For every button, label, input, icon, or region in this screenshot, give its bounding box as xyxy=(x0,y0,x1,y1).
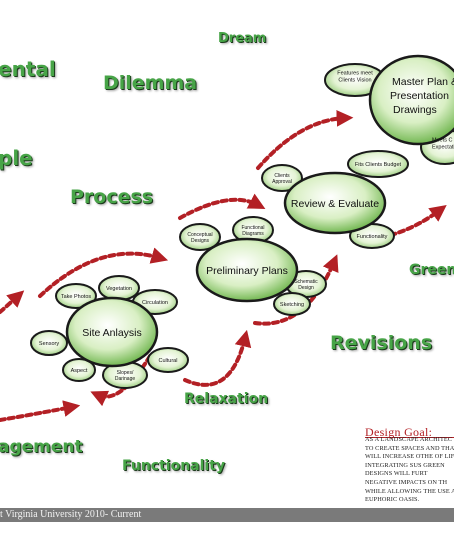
arrow-site-to-revisions xyxy=(183,329,252,387)
sub-fits-budget xyxy=(347,150,409,178)
arrow-left-bottom xyxy=(0,400,81,422)
sub-fits-budget-label: Fits Clients Budget xyxy=(355,162,402,168)
arrow-site-to-prelim xyxy=(38,247,169,298)
sub-take-photos xyxy=(55,283,97,309)
design-goal-title: Design Goal: xyxy=(365,425,433,439)
sub-aspect-label: Aspect xyxy=(71,368,88,374)
word-process: Process xyxy=(70,186,154,208)
site-analysis-title: Site Anlaysis xyxy=(82,327,142,339)
word-ental: ental xyxy=(0,57,56,81)
preliminary-bubble xyxy=(195,237,299,303)
sub-sensory-label: Sensory xyxy=(39,341,59,347)
footer-bar xyxy=(0,508,454,522)
word-revisions: Revisions xyxy=(330,332,433,354)
footer-text: t Virginia University 2010- Current xyxy=(0,509,142,520)
word-green: Green xyxy=(409,262,454,278)
master-title-line-2: Presentation xyxy=(390,90,449,102)
sub-functionality-label: Functionality xyxy=(357,234,388,240)
sub-slopes-label: Slopes/Darinage xyxy=(115,370,136,382)
arrow-review-to-master xyxy=(256,109,354,170)
master-title-line-3: Drawings xyxy=(393,104,437,116)
sub-circulation-label: Circulation xyxy=(142,300,168,306)
arrow-site-down xyxy=(90,354,152,407)
sub-meets-expectation-label: Meets CExpectation xyxy=(432,138,454,151)
word-dream: Dream xyxy=(218,31,267,46)
sub-clients-approval xyxy=(261,164,303,192)
design-goal-rule xyxy=(365,437,454,438)
arrow-prelim-to-review xyxy=(178,193,266,220)
master-title-line-1: Master Plan & xyxy=(392,76,454,88)
word-agement: agement xyxy=(0,437,83,457)
sub-sensory xyxy=(30,330,68,356)
word-functionality: Functionality xyxy=(122,458,226,474)
word-ple: ple xyxy=(0,146,33,170)
preliminary-title: Preliminary Plans xyxy=(206,265,288,277)
sub-sketching xyxy=(273,292,311,316)
sub-conceptual xyxy=(179,223,221,251)
sub-cultural-label: Cultural xyxy=(159,358,178,364)
master-cluster: Master Plan & Presentation Drawings Feat… xyxy=(324,54,454,165)
master-bubble xyxy=(368,54,454,146)
review-title: Review & Evaluate xyxy=(291,198,379,210)
arrow-left-top xyxy=(0,290,25,314)
sub-cultural xyxy=(147,347,189,373)
review-bubble xyxy=(283,171,387,235)
design-goal-body: As a landscape architec is to create spa… xyxy=(365,436,454,504)
sub-take-photos-label: Take Photos xyxy=(61,294,92,300)
site-analysis-cluster: Site Anlaysis Take Photos Vegetation Cir… xyxy=(30,275,189,389)
word-relaxation: Relaxation xyxy=(184,391,269,407)
sub-sketching-label: Sketching xyxy=(280,302,304,308)
sub-aspect xyxy=(62,358,96,382)
word-dilemma: Dilemma xyxy=(103,72,198,94)
site-analysis-bubble xyxy=(65,296,159,368)
sub-vegetation-label: Vegetation xyxy=(106,286,132,292)
